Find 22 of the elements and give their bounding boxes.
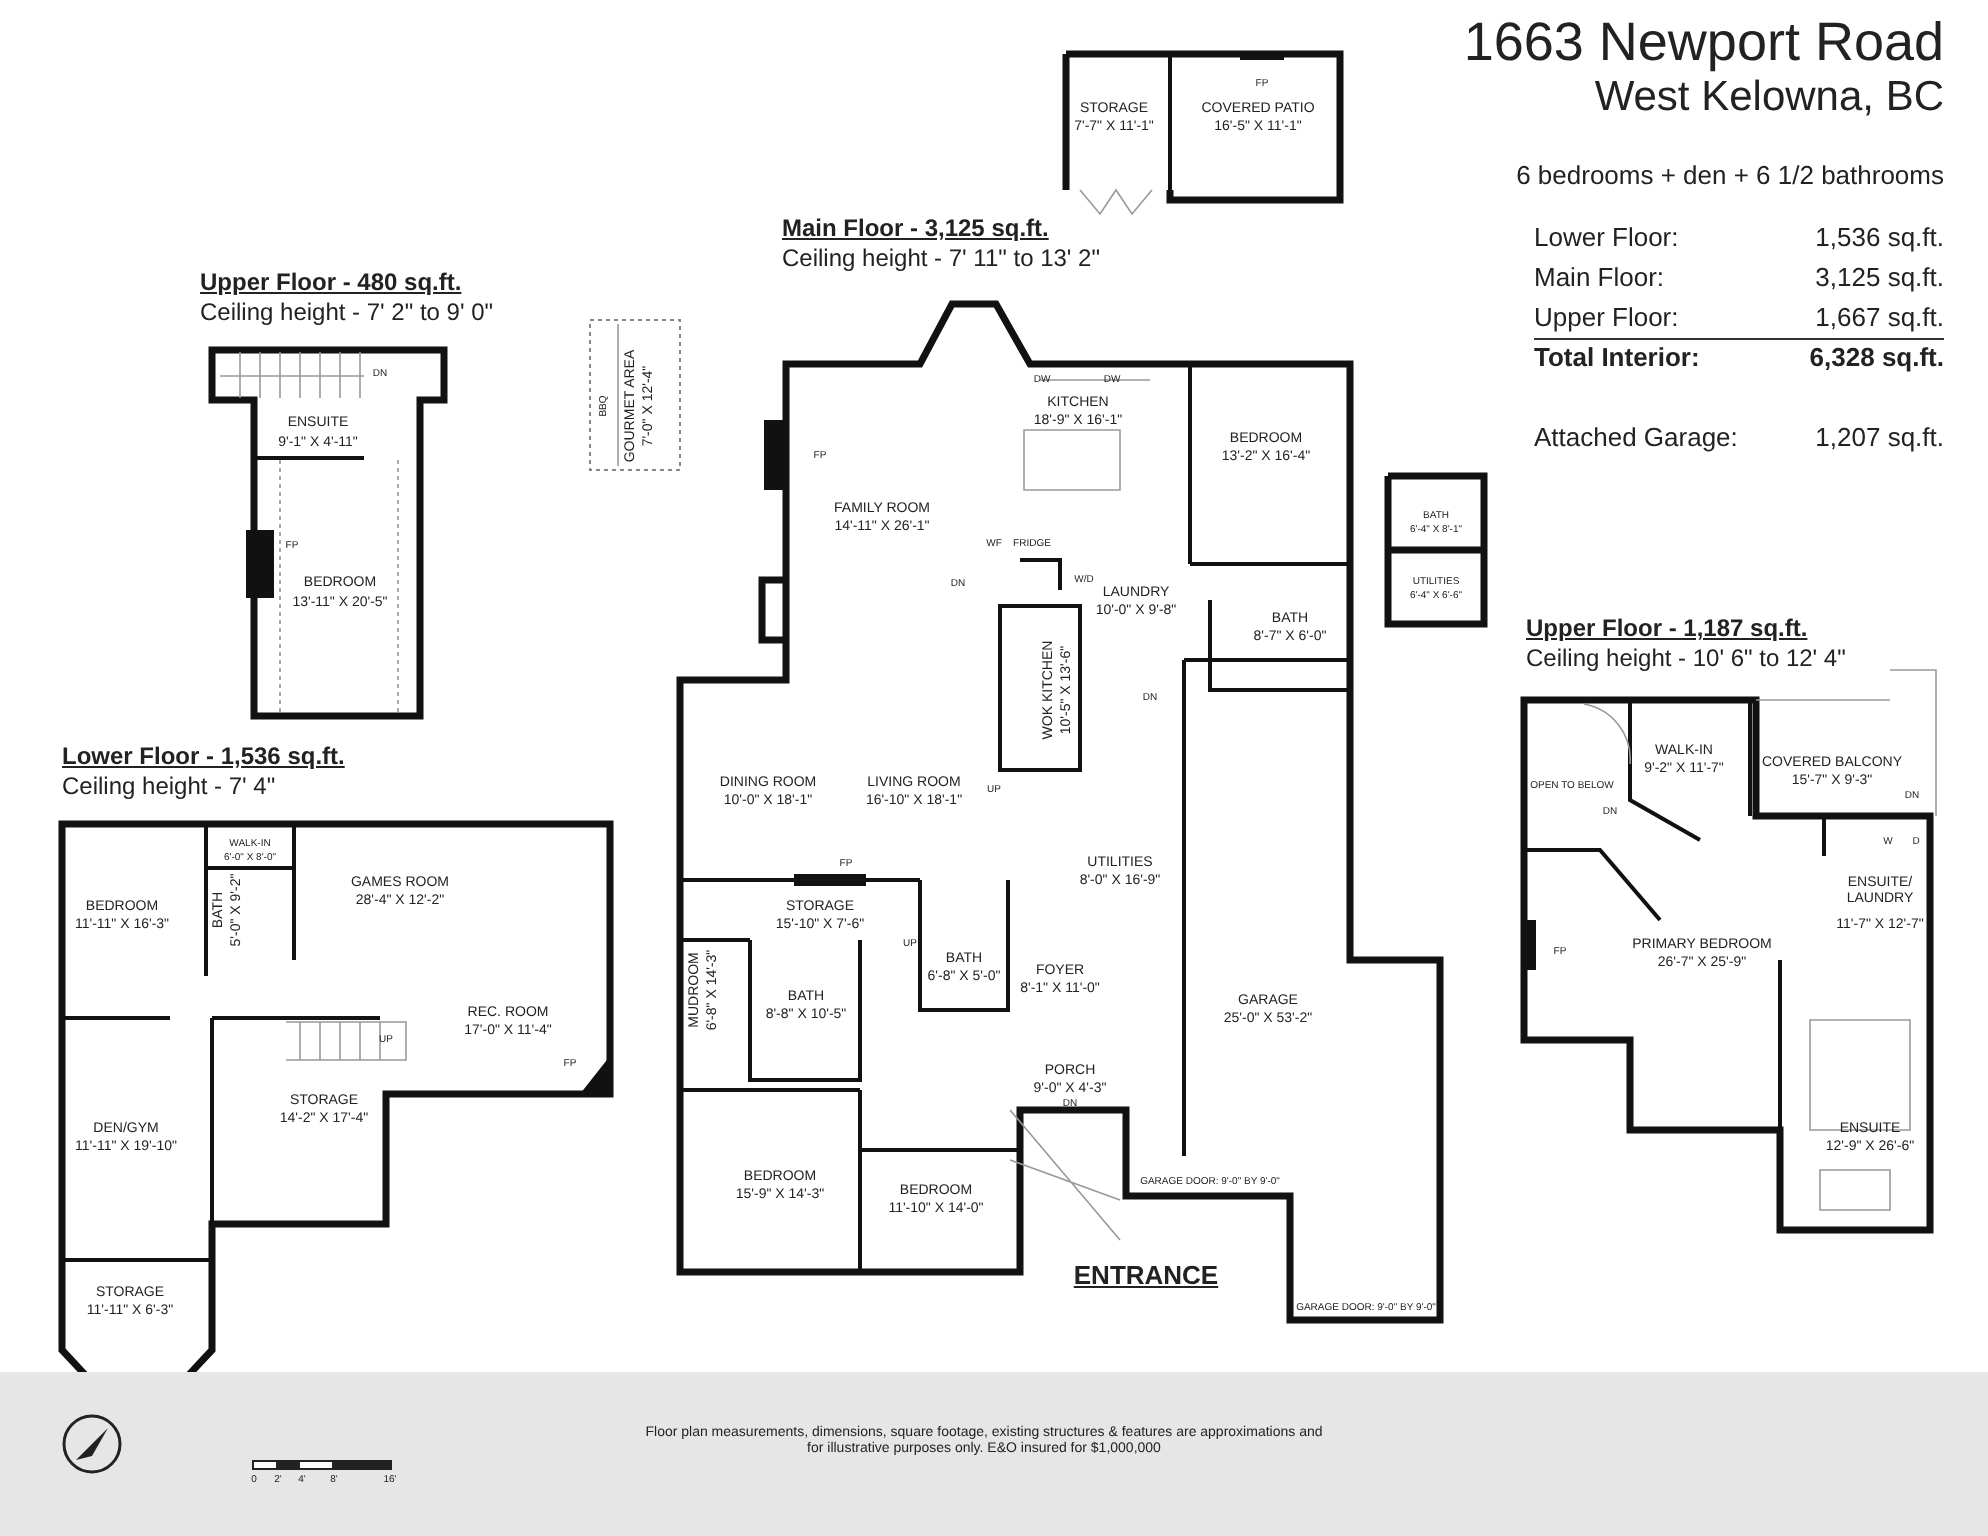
area-label: Total Interior:	[1534, 344, 1700, 374]
area-value: 1,536 sq.ft.	[1815, 224, 1944, 254]
area-value: 3,125 sq.ft.	[1815, 264, 1944, 294]
summary-text: 6 bedrooms + den + 6 1/2 bathrooms	[1516, 162, 1944, 192]
floor-heading: Upper Floor - 1,187 sq.ft.	[1526, 616, 1808, 644]
area-value: 6,328 sq.ft.	[1809, 344, 1944, 374]
address-title: 1663 Newport Road	[1463, 16, 1944, 70]
area-value: 1,667 sq.ft.	[1815, 304, 1944, 334]
area-label: Main Floor:	[1534, 264, 1665, 294]
address-subtitle: West Kelowna, BC	[1594, 74, 1944, 123]
floor-heading: Lower Floor - 1,536 sq.ft.	[62, 744, 345, 772]
area-label: Attached Garage:	[1534, 424, 1738, 454]
area-label: Upper Floor:	[1534, 304, 1679, 334]
floor-heading: Main Floor - 3,125 sq.ft.	[782, 216, 1049, 244]
entrance-label: ENTRANCE	[1073, 1262, 1219, 1292]
ceiling-height-note: Ceiling height - 7' 4"	[62, 774, 276, 802]
ceiling-height-note: Ceiling height - 10' 6" to 12' 4"	[1526, 646, 1846, 674]
floor-heading: Upper Floor - 480 sq.ft.	[200, 270, 462, 298]
area-label: Lower Floor:	[1534, 224, 1679, 254]
ceiling-height-note: Ceiling height - 7' 2" to 9' 0"	[200, 300, 494, 328]
ceiling-height-note: Ceiling height - 7' 11" to 13' 2"	[782, 246, 1100, 274]
area-value: 1,207 sq.ft.	[1815, 424, 1944, 454]
